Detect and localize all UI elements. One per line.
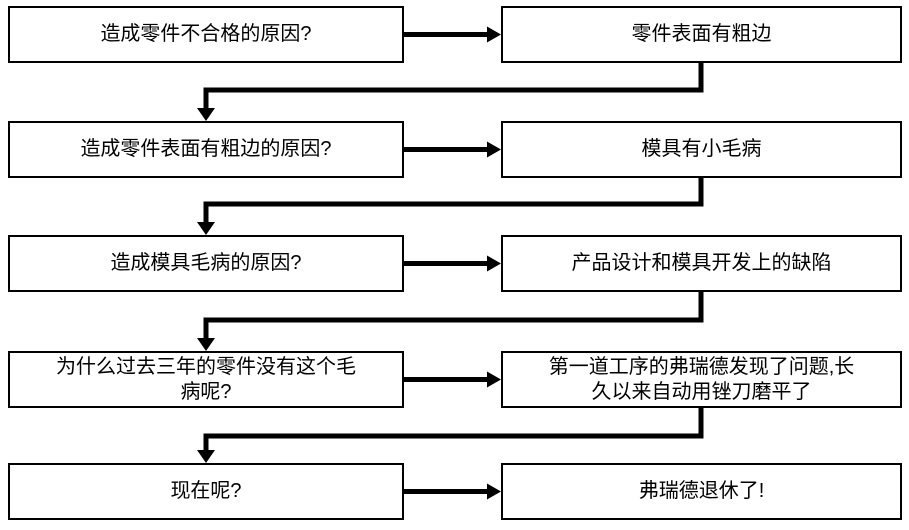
elbow-a2-to-q3 [197, 178, 704, 235]
elbow-a3-to-q4 [197, 292, 704, 351]
question-text-5: 现在呢? [170, 480, 242, 503]
answer-text-2: 模具有小毛病 [641, 138, 762, 161]
arrow-q5-to-a5 [404, 483, 501, 500]
question-box-5: 现在呢? [8, 463, 404, 520]
answer-text-3: 产品设计和模具开发上的缺陷 [571, 252, 832, 275]
question-box-2: 造成零件表面有粗边的原因? [8, 121, 404, 178]
question-text-3: 造成模具毛病的原因? [110, 252, 302, 275]
arrow-q3-to-a3 [404, 255, 501, 272]
question-text-2: 造成零件表面有粗边的原因? [80, 138, 332, 161]
question-text-4: 为什么过去三年的零件没有这个毛病呢? [56, 356, 356, 403]
answer-text-4: 第一道工序的弗瑞德发现了问题,长久以来自动用锉刀磨平了 [548, 356, 855, 403]
answer-box-5: 弗瑞德退休了! [501, 463, 902, 520]
elbow-a4-to-q5 [197, 408, 704, 463]
arrow-q1-to-a1 [404, 26, 501, 43]
answer-box-1: 零件表面有粗边 [501, 6, 902, 63]
answer-box-4: 第一道工序的弗瑞德发现了问题,长久以来自动用锉刀磨平了 [501, 351, 902, 408]
question-text-1: 造成零件不合格的原因? [100, 23, 312, 46]
answer-text-5: 弗瑞德退休了! [638, 480, 765, 503]
arrow-q4-to-a4 [404, 371, 501, 388]
answer-box-3: 产品设计和模具开发上的缺陷 [501, 235, 902, 292]
arrow-q2-to-a2 [404, 141, 501, 158]
answer-box-2: 模具有小毛病 [501, 121, 902, 178]
question-box-3: 造成模具毛病的原因? [8, 235, 404, 292]
elbow-a1-to-q2 [197, 63, 704, 121]
question-box-4: 为什么过去三年的零件没有这个毛病呢? [8, 351, 404, 408]
answer-text-1: 零件表面有粗边 [631, 23, 772, 46]
question-box-1: 造成零件不合格的原因? [8, 6, 404, 63]
